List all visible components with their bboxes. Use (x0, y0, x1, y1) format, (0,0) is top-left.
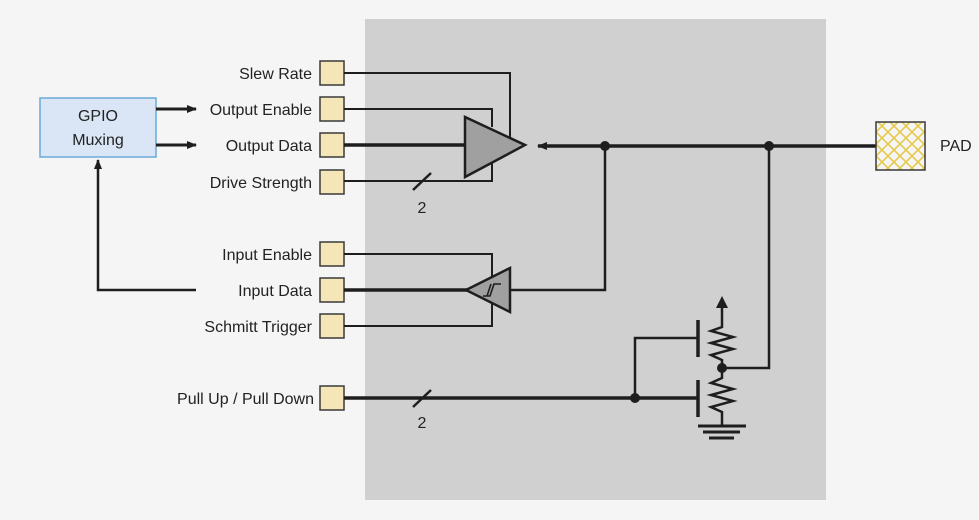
core-region (365, 19, 826, 500)
label-drive-strength: Drive Strength (210, 175, 312, 192)
bus-slash-pull (412, 389, 432, 408)
hysteresis-icon (483, 283, 501, 297)
wire-slew-rate (344, 72, 511, 138)
box-schmitt-trigger (319, 313, 345, 339)
box-output-enable (319, 96, 345, 122)
bus-slash-drive (412, 172, 432, 191)
wire-to-pull-network (722, 146, 771, 370)
pull-up-resistor (706, 306, 738, 368)
wire-pull-gate-up (633, 336, 697, 398)
wire-input-enable (344, 253, 493, 276)
wire-output-enable (344, 108, 493, 127)
label-input-enable: Input Enable (222, 247, 312, 264)
bus-width-drive-strength: 2 (418, 200, 427, 217)
gpio-muxing-block: GPIO Muxing (39, 97, 157, 158)
pull-down-resistor (706, 368, 738, 425)
input-schmitt-buffer (463, 265, 512, 315)
wire-input-data-feedback (94, 159, 196, 292)
pad-label: PAD (940, 138, 972, 155)
pad-box (875, 121, 926, 171)
label-schmitt-trigger: Schmitt Trigger (204, 319, 312, 336)
output-buffer (463, 115, 528, 180)
label-slew-rate: Slew Rate (239, 66, 312, 83)
vdd-arrow-icon (716, 296, 728, 308)
label-output-data: Output Data (226, 138, 312, 155)
box-input-enable (319, 241, 345, 267)
box-output-data (319, 132, 345, 158)
label-pull-up-down: Pull Up / Pull Down (177, 391, 314, 408)
wire-to-input-buffer (510, 146, 607, 292)
wire-drive-strength (344, 162, 493, 182)
wire-schmitt-trigger (344, 304, 493, 327)
box-slew-rate (319, 60, 345, 86)
gpio-label-line2: Muxing (72, 132, 124, 149)
label-input-data: Input Data (238, 283, 312, 300)
ground-icon (698, 424, 746, 440)
bus-width-pull-up-down: 2 (418, 415, 427, 432)
junction-resistors (717, 363, 727, 373)
junction-pull-gate (630, 393, 640, 403)
box-drive-strength (319, 169, 345, 195)
box-input-data (319, 277, 345, 303)
box-pull-up-down (319, 385, 345, 411)
label-output-enable: Output Enable (210, 102, 312, 119)
gpio-label-line1: GPIO (78, 108, 118, 125)
